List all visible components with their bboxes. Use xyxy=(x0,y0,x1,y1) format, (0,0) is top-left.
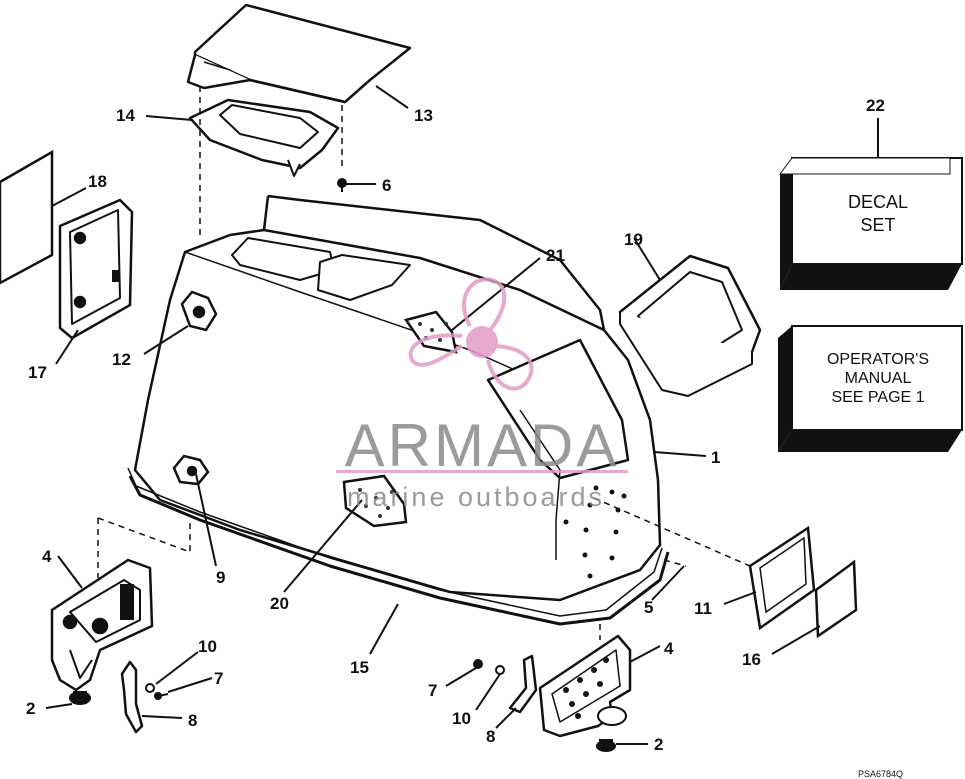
callout-10-right: 10 xyxy=(452,709,471,728)
callout-14: 14 xyxy=(116,106,135,125)
washer-10-right xyxy=(495,665,505,675)
drawing-code: PSA6784Q xyxy=(858,769,903,779)
callout-4-left: 4 xyxy=(42,547,52,566)
callout-16: 16 xyxy=(742,650,761,669)
decal-set-box: DECAL SET xyxy=(779,157,963,290)
watermark-tagline: marine outboards xyxy=(347,482,605,512)
top-cover xyxy=(186,3,412,104)
callout-22: 22 xyxy=(866,96,885,115)
callout-11: 11 xyxy=(694,599,712,618)
callout-18: 18 xyxy=(88,172,107,191)
rubber-mount-right xyxy=(596,706,627,752)
dashed-leaders xyxy=(97,86,751,640)
screw-6 xyxy=(337,178,347,192)
callout-10-left: 10 xyxy=(198,637,217,656)
manual-box-line3: SEE PAGE 1 xyxy=(831,389,924,406)
motor-cover xyxy=(133,194,662,602)
callout-5: 5 xyxy=(644,598,653,617)
washer-10-left xyxy=(145,683,155,693)
callout-9: 9 xyxy=(216,568,225,587)
grommet-9 xyxy=(172,454,210,486)
decal-18 xyxy=(0,149,54,285)
lower-seal-rim xyxy=(127,467,670,626)
decal-box-line1: DECAL xyxy=(848,192,908,212)
armada-watermark: ARMADA marine outboards xyxy=(336,277,628,512)
callout-6: 6 xyxy=(382,176,391,195)
manual-box-line1: OPERATOR'S xyxy=(827,351,929,368)
callout-20: 20 xyxy=(270,594,289,613)
callout-21: 21 xyxy=(546,246,565,265)
callout-12: 12 xyxy=(112,350,131,369)
callout-1: 1 xyxy=(711,448,720,467)
callout-7-left: 7 xyxy=(214,669,223,688)
rubber-mount-left xyxy=(69,691,91,705)
operators-manual-box: OPERATOR'S MANUAL SEE PAGE 1 xyxy=(778,325,963,452)
screw-7-left xyxy=(154,692,169,700)
decal-box-line2: SET xyxy=(860,215,895,235)
callout-8-right: 8 xyxy=(486,727,495,746)
callout-8-left: 8 xyxy=(188,711,197,730)
callout-17: 17 xyxy=(28,363,47,382)
manual-box-line2: MANUAL xyxy=(845,370,912,387)
watermark-divider xyxy=(336,470,628,473)
grommet-12 xyxy=(180,290,218,332)
decal-16 xyxy=(814,559,858,639)
callout-leaders xyxy=(45,85,879,745)
callout-2-right: 2 xyxy=(654,735,663,754)
mount-bracket-left xyxy=(50,558,154,692)
screw-7-right xyxy=(473,659,483,669)
side-frame-17 xyxy=(58,198,134,340)
callout-4-right: 4 xyxy=(664,639,674,658)
callout-labels: 1 2 2 4 4 5 6 7 7 8 8 9 10 10 11 12 13 1… xyxy=(26,96,885,754)
callout-13: 13 xyxy=(414,106,433,125)
callout-7-right: 7 xyxy=(428,681,437,700)
callout-15: 15 xyxy=(350,658,369,677)
callout-2-left: 2 xyxy=(26,699,35,718)
latch-arm-left xyxy=(120,660,144,734)
decal-11 xyxy=(748,525,816,631)
watermark-brand: ARMADA xyxy=(345,412,620,479)
seal-plate xyxy=(188,98,340,177)
latch-arm-right xyxy=(508,654,538,714)
callout-19: 19 xyxy=(624,230,643,249)
propeller-logo xyxy=(408,277,534,391)
window-frame-19 xyxy=(618,254,762,397)
decal-20 xyxy=(342,474,408,528)
